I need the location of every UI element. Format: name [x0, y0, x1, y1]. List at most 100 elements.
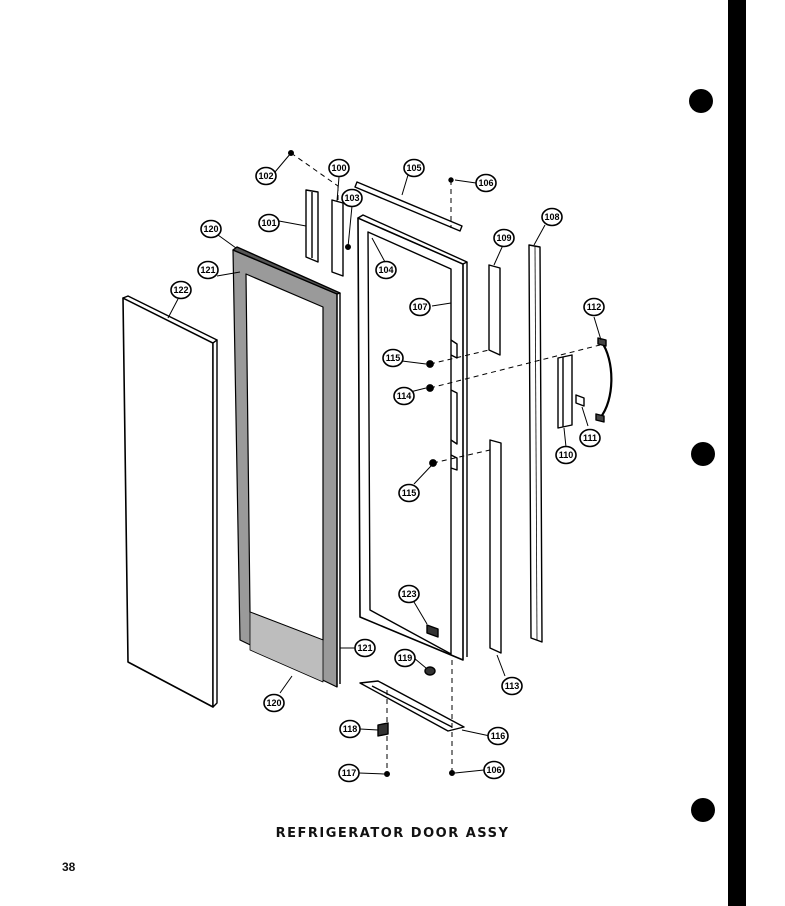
callout-number: 109 [496, 233, 511, 243]
diagram-title: REFRIGERATOR DOOR ASSY [275, 826, 510, 841]
handle-parts [557, 337, 613, 429]
clip-118 [377, 722, 389, 737]
callout-bubble [170, 280, 192, 300]
foot-119 [424, 666, 436, 676]
callout-112: 112 [583, 297, 605, 317]
callout-number: 106 [486, 765, 501, 775]
callout-bubble [409, 297, 431, 317]
callout-119: 119 [394, 648, 416, 668]
callout-number: 105 [406, 163, 421, 173]
callout-120: 120 [200, 219, 222, 239]
callout-bubble [501, 676, 523, 696]
bottom-bracket-116 [359, 680, 465, 732]
callout-number: 120 [266, 698, 281, 708]
callout-layer: 102 101 100 103 105 106 108 109 104 120 121 122 107 1… [170, 158, 605, 783]
callout-bubble [555, 445, 577, 465]
callout-121: 121 [354, 638, 376, 658]
callout-bubble [328, 158, 350, 178]
callout-115: 115 [382, 348, 404, 368]
callout-number: 103 [344, 193, 359, 203]
callout-number: 108 [544, 212, 559, 222]
callout-number: 111 [583, 433, 597, 443]
strip-109 [488, 264, 501, 356]
callout-105: 105 [403, 158, 425, 178]
callout-109: 109 [493, 228, 515, 248]
callout-bubble [541, 207, 563, 227]
callout-number: 122 [173, 285, 188, 295]
callout-115: 115 [398, 483, 420, 503]
callout-number: 121 [200, 265, 215, 275]
callout-bubble [398, 483, 420, 503]
callout-bubble [200, 219, 222, 239]
callout-108: 108 [541, 207, 563, 227]
callout-121: 121 [197, 260, 219, 280]
callout-bubble [341, 188, 363, 208]
long-strip-108 [528, 244, 543, 643]
callout-bubble [394, 648, 416, 668]
callout-123: 123 [398, 584, 420, 604]
callout-103: 103 [341, 188, 363, 208]
callout-122: 122 [170, 280, 192, 300]
callout-number: 106 [478, 178, 493, 188]
callout-number: 117 [342, 768, 357, 778]
callout-107: 107 [409, 297, 431, 317]
callout-bubble [382, 348, 404, 368]
callout-104: 104 [375, 260, 397, 280]
top-strip-105 [354, 181, 463, 232]
callout-number: 101 [261, 218, 276, 228]
callout-bubble [354, 638, 376, 658]
callout-110: 110 [555, 445, 577, 465]
callout-102: 102 [255, 166, 277, 186]
callout-bubble [258, 213, 280, 233]
callout-bubble [579, 428, 601, 448]
callout-number: 123 [401, 589, 416, 599]
callout-number: 110 [559, 450, 574, 460]
strips-100-101 [305, 189, 344, 277]
callout-bubble [493, 228, 515, 248]
callout-bubble [475, 173, 497, 193]
callout-bubble [339, 719, 361, 739]
callout-number: 107 [412, 302, 427, 312]
callout-106: 106 [483, 760, 505, 780]
callout-number: 114 [397, 391, 412, 401]
callout-number: 119 [398, 653, 413, 663]
binder-edge [728, 0, 785, 906]
callout-number: 112 [587, 302, 602, 312]
callout-number: 116 [491, 731, 506, 741]
callout-117: 117 [338, 763, 360, 783]
page-number: 38 [62, 860, 76, 874]
callout-101: 101 [258, 213, 280, 233]
callout-bubble [393, 386, 415, 406]
callout-number: 100 [331, 163, 346, 173]
callout-bubble [487, 726, 509, 746]
callout-bubble [398, 584, 420, 604]
outer-door-panel [122, 295, 218, 708]
strip-113 [489, 439, 502, 654]
callout-number: 120 [203, 224, 218, 234]
callout-111: 111 [579, 428, 601, 448]
callout-bubble [375, 260, 397, 280]
callout-number: 115 [402, 488, 417, 498]
callout-number: 113 [505, 681, 520, 691]
callout-number: 118 [343, 724, 358, 734]
callout-106: 106 [475, 173, 497, 193]
inner-door-liner [357, 214, 468, 661]
callout-number: 121 [357, 643, 372, 653]
callout-120: 120 [263, 693, 285, 713]
callout-bubble [263, 693, 285, 713]
callout-113: 113 [501, 676, 523, 696]
callout-bubble [197, 260, 219, 280]
callout-bubble [338, 763, 360, 783]
gasket-frame [232, 246, 341, 688]
callout-number: 104 [378, 265, 393, 275]
callout-114: 114 [393, 386, 415, 406]
callout-bubble [403, 158, 425, 178]
callout-118: 118 [339, 719, 361, 739]
callout-bubble [483, 760, 505, 780]
callout-100: 100 [328, 158, 350, 178]
callout-number: 102 [258, 171, 273, 181]
callout-bubble [583, 297, 605, 317]
callout-bubble [255, 166, 277, 186]
callout-116: 116 [487, 726, 509, 746]
